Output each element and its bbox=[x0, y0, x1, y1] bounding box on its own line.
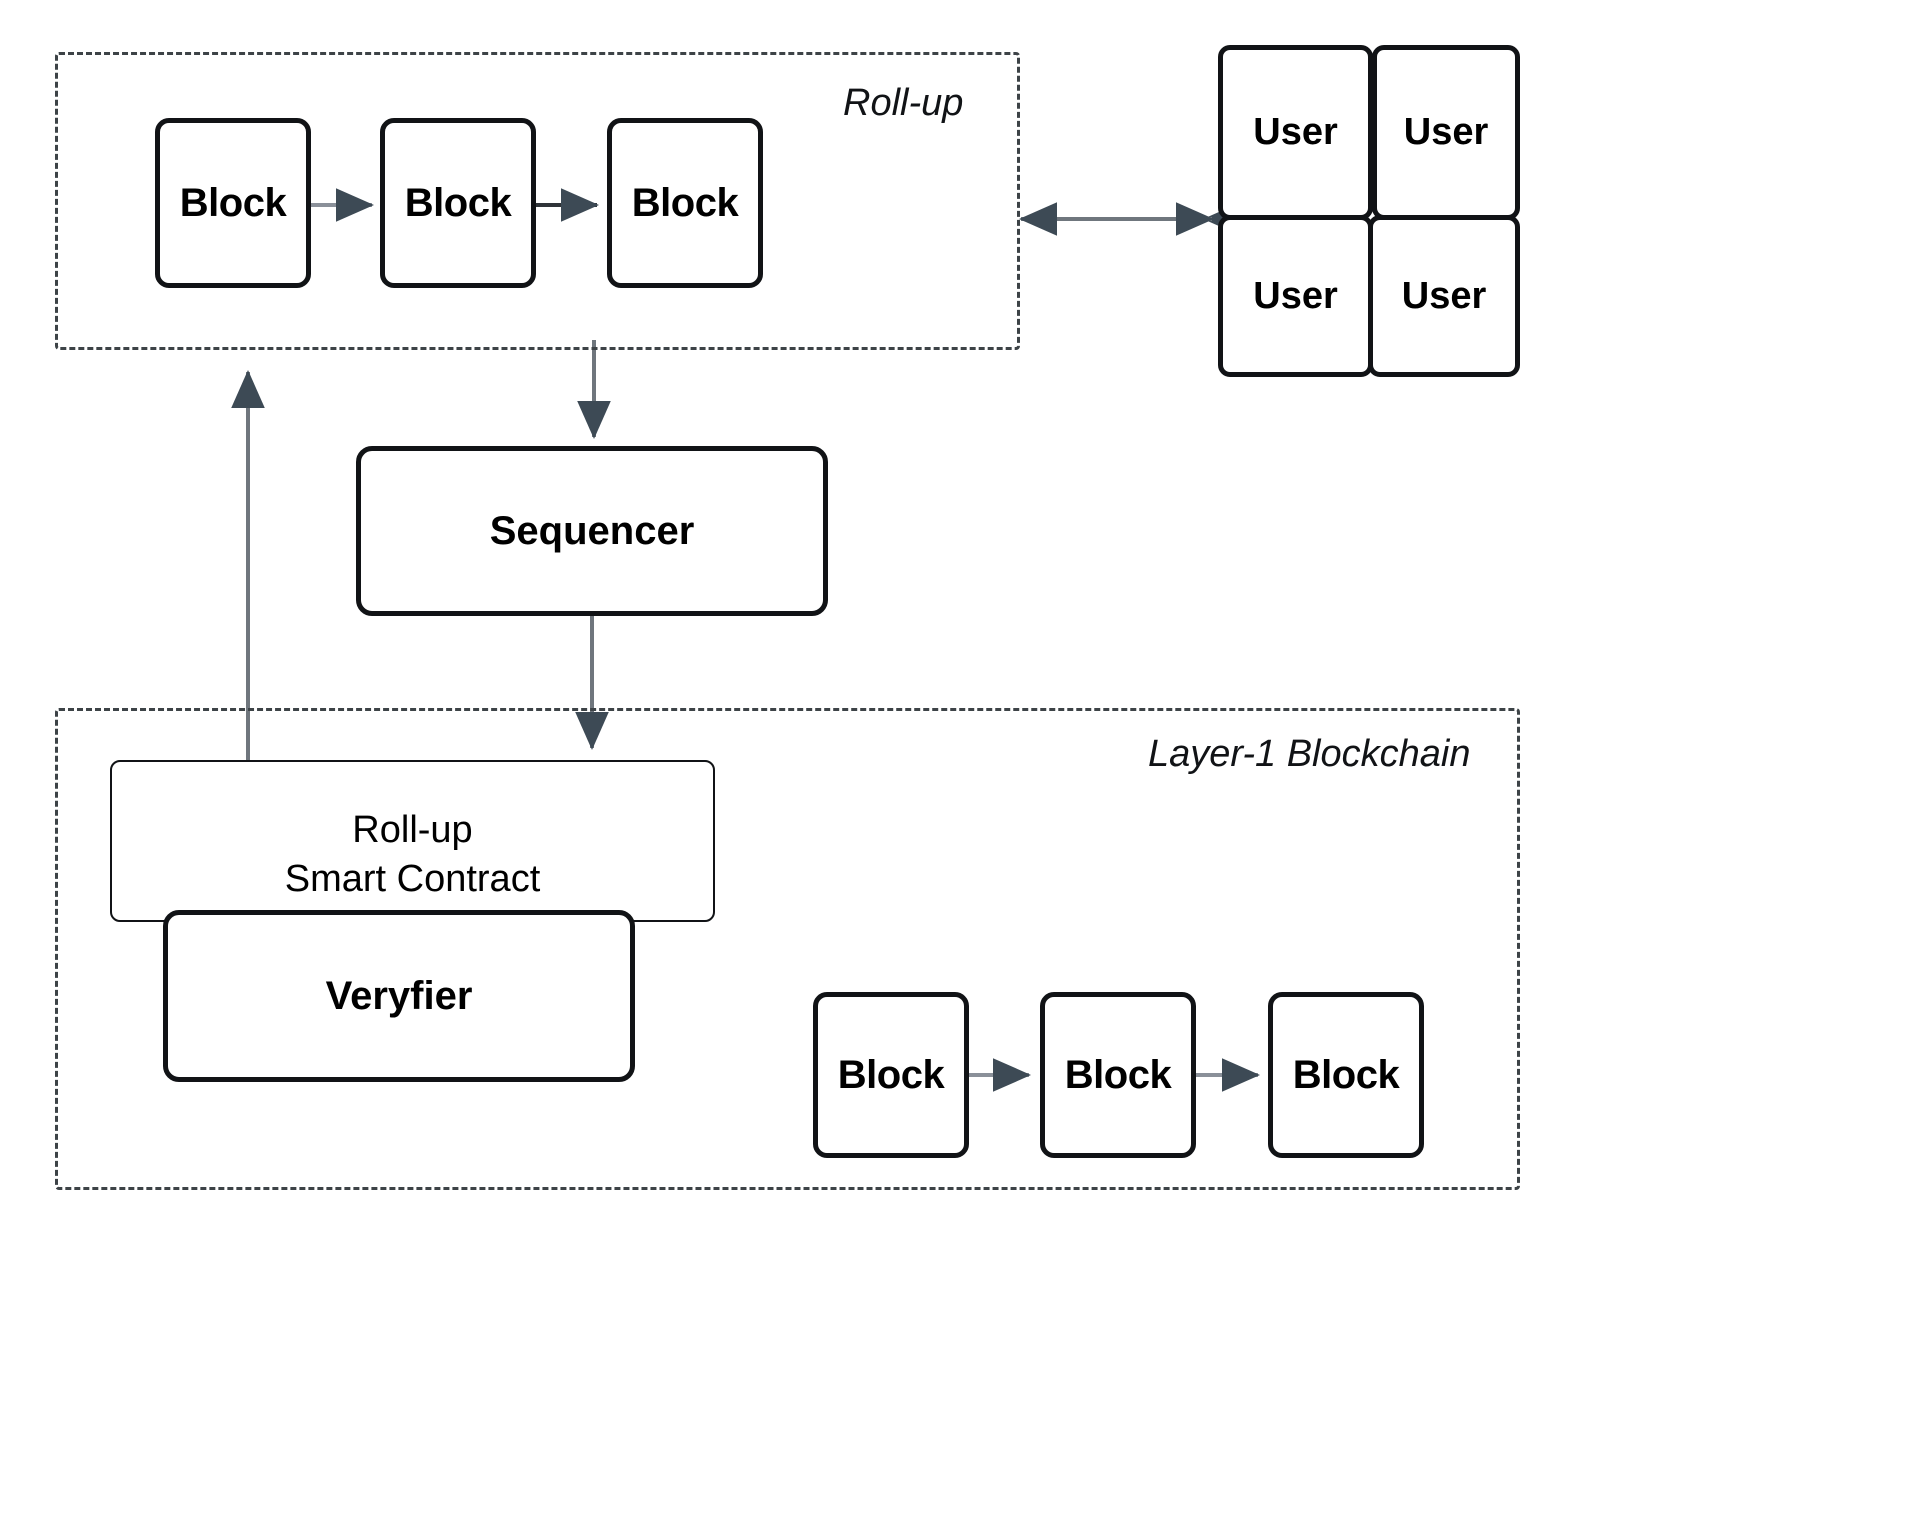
user-box-2[interactable]: User bbox=[1372, 45, 1520, 220]
sequencer-label: Sequencer bbox=[489, 508, 695, 553]
user-box-3-label: User bbox=[1253, 274, 1338, 317]
user-box-2-label: User bbox=[1403, 111, 1489, 153]
zone-layer1-label: Layer-1 Blockchain bbox=[1148, 733, 1471, 775]
smart-contract-box[interactable]: Roll-up Smart Contract bbox=[110, 760, 715, 922]
smart-contract-label: Roll-up Smart Contract bbox=[285, 806, 541, 905]
user-box-3[interactable]: User bbox=[1218, 215, 1373, 377]
zone-layer1 bbox=[55, 708, 1520, 1190]
rollup-block-2[interactable]: Block bbox=[380, 118, 536, 288]
rollup-block-3[interactable]: Block bbox=[607, 118, 763, 288]
user-box-1[interactable]: User bbox=[1218, 45, 1373, 220]
zone-rollup-label: Roll-up bbox=[843, 82, 964, 124]
veryfier-label: Veryfier bbox=[325, 973, 473, 1018]
l1-block-1[interactable]: Block bbox=[813, 992, 969, 1158]
user-box-4[interactable]: User bbox=[1368, 215, 1520, 377]
l1-block-2[interactable]: Block bbox=[1040, 992, 1196, 1158]
rollup-block-1[interactable]: Block bbox=[155, 118, 311, 288]
l1-block-1-label: Block bbox=[837, 1052, 945, 1097]
l1-block-2-label: Block bbox=[1064, 1052, 1172, 1097]
l1-block-3[interactable]: Block bbox=[1268, 992, 1424, 1158]
veryfier-box[interactable]: Veryfier bbox=[163, 910, 635, 1082]
zone-rollup bbox=[55, 52, 1020, 350]
rollup-block-2-label: Block bbox=[404, 180, 512, 225]
smart-contract-line-1: Roll-up bbox=[352, 809, 473, 851]
smart-contract-line-2: Smart Contract bbox=[284, 858, 541, 901]
sequencer-box[interactable]: Sequencer bbox=[356, 446, 828, 616]
l1-block-3-label: Block bbox=[1292, 1052, 1400, 1097]
rollup-block-3-label: Block bbox=[631, 180, 739, 225]
user-box-4-label: User bbox=[1401, 274, 1487, 317]
user-box-1-label: User bbox=[1253, 111, 1338, 153]
rollup-block-1-label: Block bbox=[179, 180, 287, 225]
